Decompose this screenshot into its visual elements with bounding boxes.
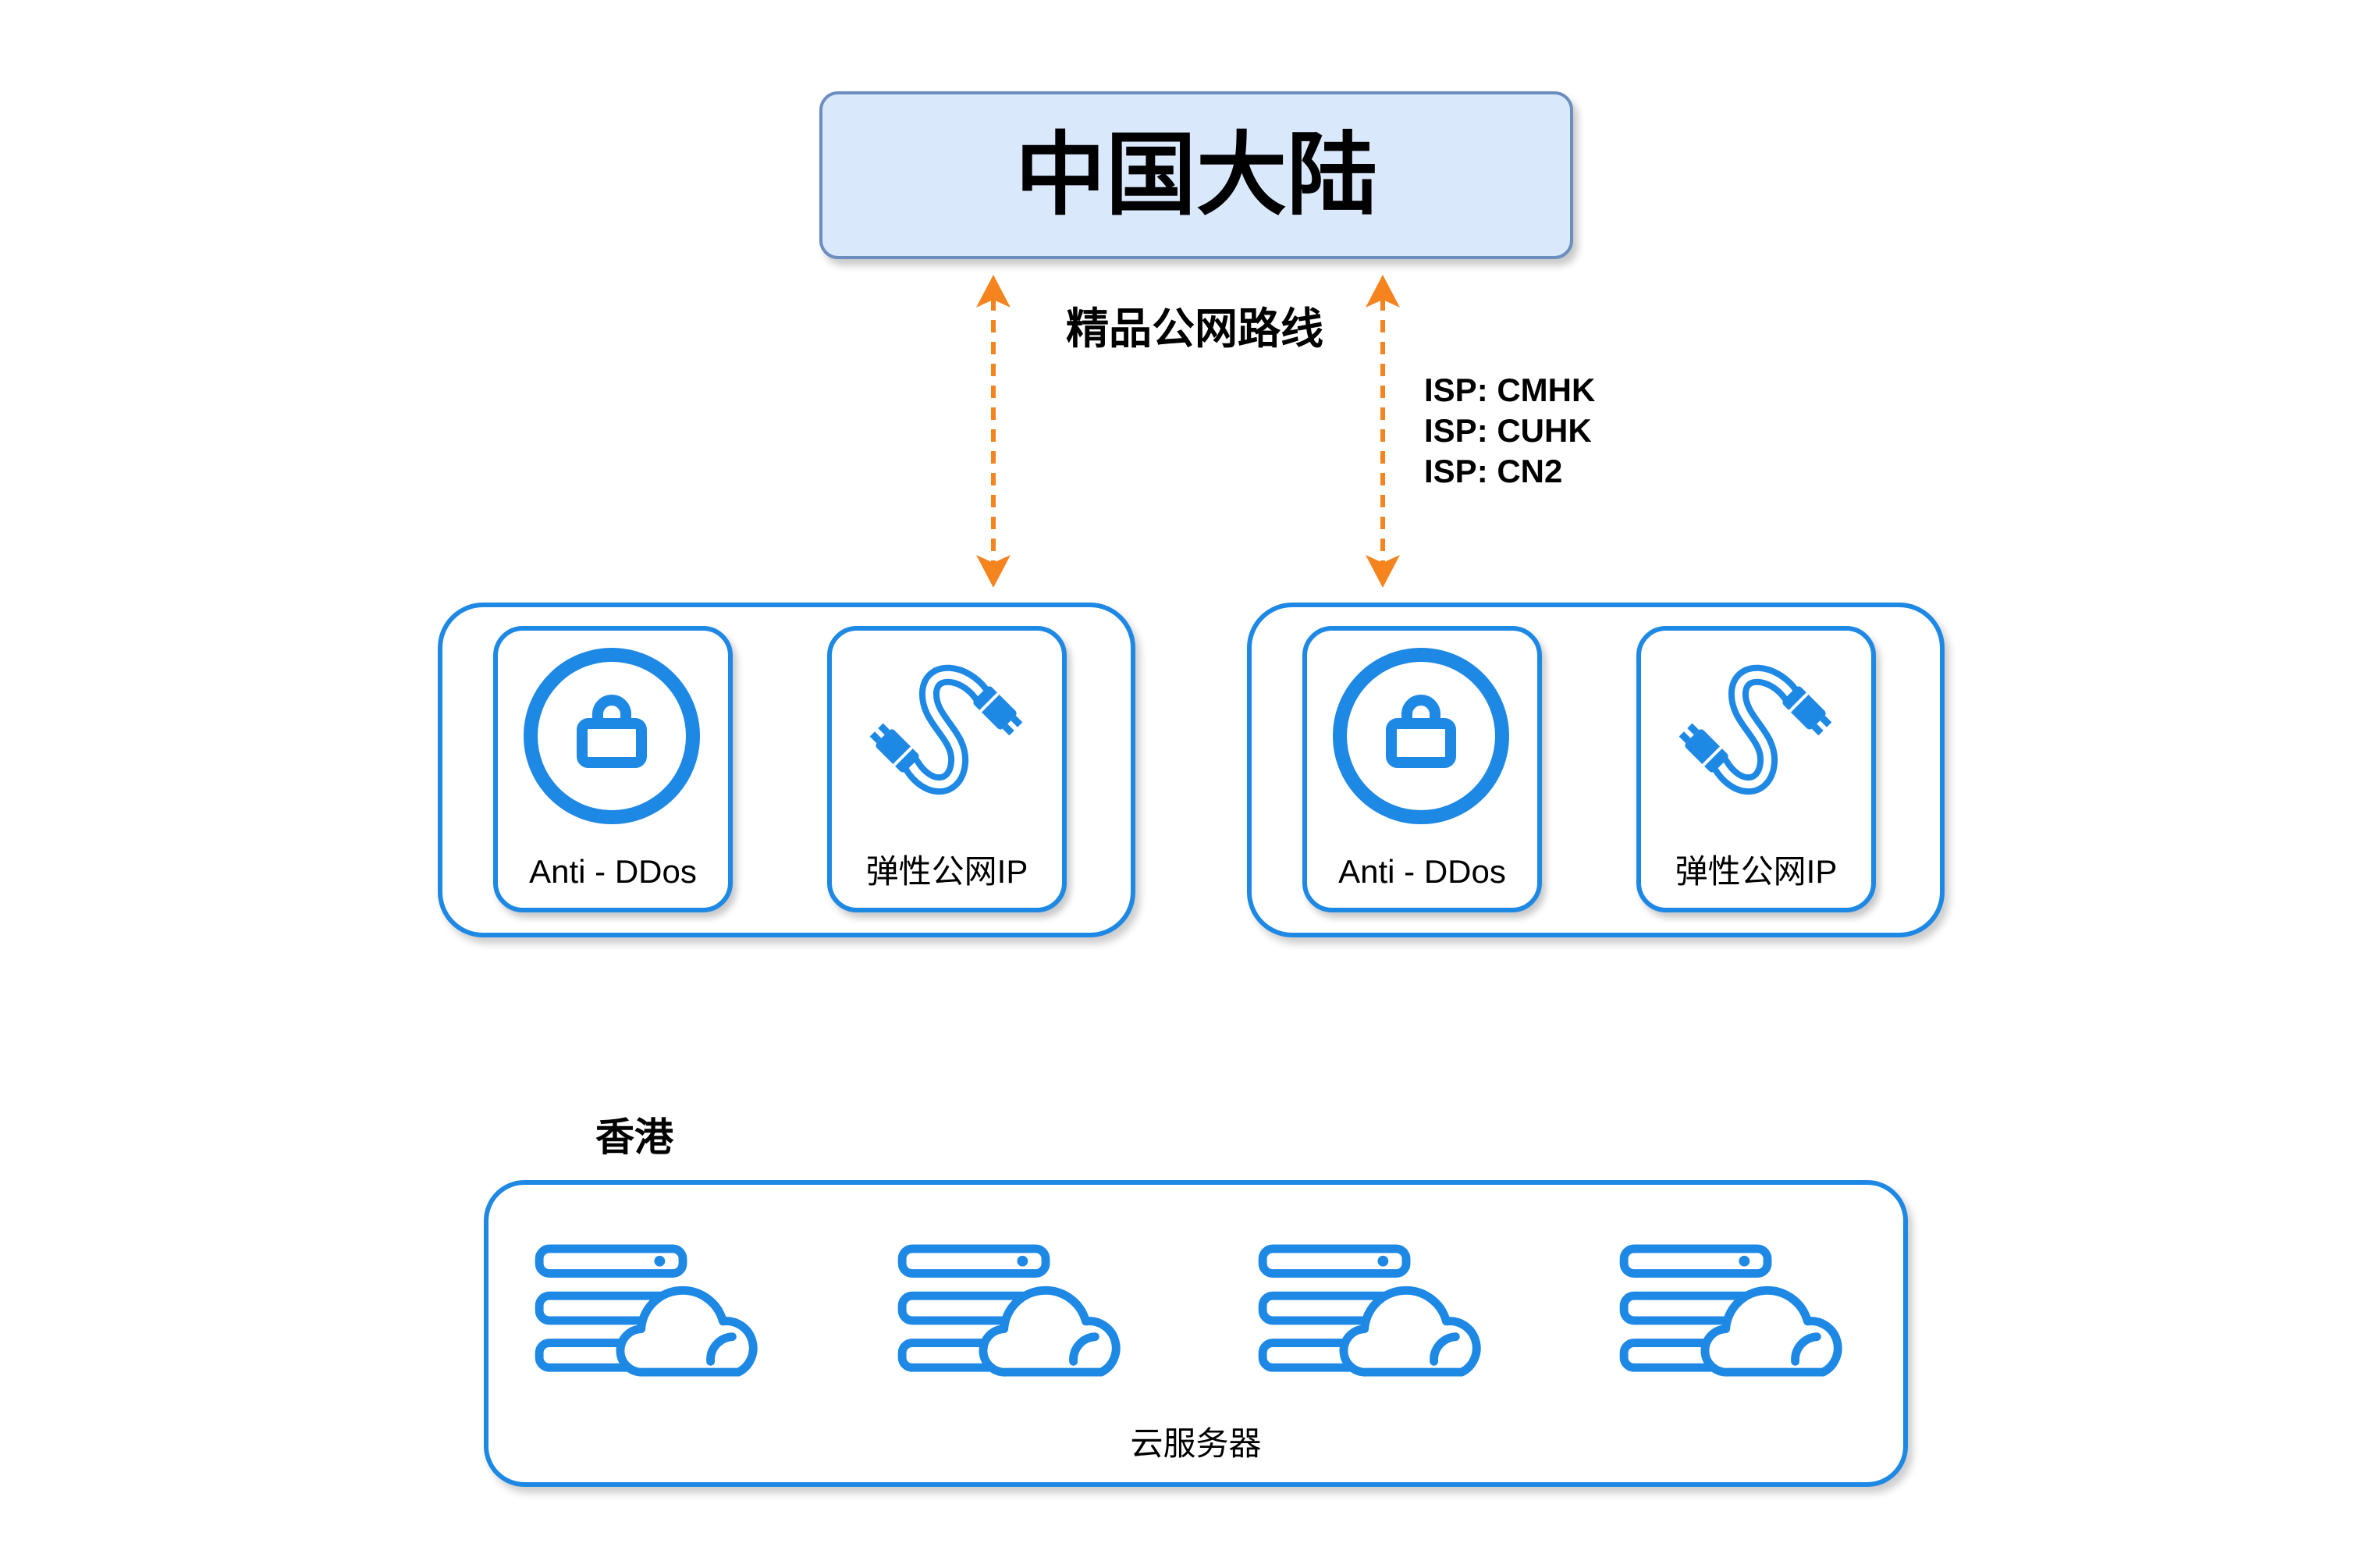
padlock-shackle: [592, 695, 631, 724]
cloud-shape: [979, 1285, 1121, 1377]
plug-pin: [1820, 715, 1832, 727]
hongkong-label: 香港: [595, 1115, 673, 1160]
plug-body: [973, 686, 1017, 730]
cable-plug-top: [1782, 686, 1832, 736]
server-led: [1377, 1255, 1389, 1267]
server-led: [1739, 1255, 1750, 1267]
plug-pin: [1011, 715, 1023, 727]
cloud-server-label: 云服务器: [1130, 1425, 1262, 1462]
server-bar: [1619, 1244, 1772, 1278]
elastic-ip-card: 弹性公网IP: [827, 626, 1067, 912]
cable-inner: [908, 670, 985, 789]
network-cable-icon: [869, 664, 1023, 795]
lock-icon: [1333, 648, 1509, 824]
cloud-shape: [1339, 1285, 1481, 1377]
plug-body: [1782, 686, 1826, 730]
anti-ddos-card: Anti - DDos: [493, 626, 733, 912]
arrow-right-head-bottom: [1366, 555, 1400, 588]
lock-ring: [1333, 648, 1509, 824]
plug-pin: [1687, 723, 1700, 735]
isp-line-cmhk: ISP: CMHK: [1424, 372, 1596, 408]
plug-stripe: [1789, 692, 1809, 713]
padlock-body: [577, 718, 647, 768]
cloud-shape: [616, 1285, 758, 1377]
network-cable-icon: [1678, 664, 1832, 795]
plug-stripe: [979, 692, 1000, 713]
plug-stripe: [1702, 746, 1722, 766]
cloud-inner-arc: [1430, 1332, 1460, 1366]
isp-line-cuhk: ISP: CUHK: [1424, 412, 1592, 449]
card-label: 弹性公网IP: [865, 853, 1028, 890]
plug-pin: [1002, 724, 1014, 736]
route-label: 精品公网路线: [1065, 304, 1323, 354]
server-led: [1017, 1255, 1028, 1267]
card-label: 弹性公网IP: [1675, 853, 1838, 890]
mainland-region-box: 中国大陆: [819, 91, 1573, 259]
edge-group-right: Anti - DDos 弹性公网IP: [1247, 603, 1945, 937]
cable-plug-top: [973, 686, 1023, 736]
card-label: Anti - DDos: [529, 853, 697, 890]
isp-list: ISP: CMHK ISP: CUHK ISP: CN2: [1424, 370, 1595, 492]
arrow-left-head-bottom: [976, 555, 1011, 588]
anti-ddos-card: Anti - DDos: [1302, 626, 1542, 912]
plug-body: [876, 729, 919, 773]
cloud-inner-arc: [706, 1332, 737, 1366]
cloud-server-icon: [535, 1244, 758, 1377]
cable-inner: [1717, 670, 1794, 789]
cloud-server-box: 云服务器: [484, 1180, 1908, 1487]
elastic-ip-card: 弹性公网IP: [1636, 626, 1876, 912]
plug-pin: [878, 723, 890, 735]
cloud-inner-arc: [1069, 1332, 1099, 1366]
padlock-body: [1386, 718, 1456, 768]
edge-group-left: Anti - DDos 弹性公网IP: [438, 603, 1135, 937]
cloud-shape: [1700, 1285, 1842, 1377]
server-led: [654, 1255, 666, 1267]
card-label: Anti - DDos: [1338, 853, 1506, 890]
plug-stripe: [893, 746, 913, 766]
cable-plug-bottom: [869, 723, 919, 773]
server-bar: [535, 1244, 687, 1278]
cloud-server-icon: [1619, 1244, 1842, 1377]
mainland-title: 中国大陆: [1015, 122, 1377, 228]
plug-pin: [1811, 724, 1824, 736]
plug-pin: [869, 731, 882, 744]
isp-line-cn2: ISP: CN2: [1424, 453, 1563, 489]
cloud-inner-arc: [1791, 1332, 1821, 1366]
server-bar: [1258, 1244, 1411, 1278]
server-bar: [897, 1244, 1050, 1278]
cloud-server-icon: [1258, 1244, 1481, 1377]
lock-icon: [524, 648, 700, 824]
plug-body: [1685, 729, 1728, 773]
padlock-shackle: [1401, 695, 1440, 724]
cable-plug-bottom: [1678, 723, 1728, 773]
cloud-server-icon: [897, 1244, 1121, 1377]
lock-ring: [524, 648, 700, 824]
plug-pin: [1678, 731, 1691, 744]
